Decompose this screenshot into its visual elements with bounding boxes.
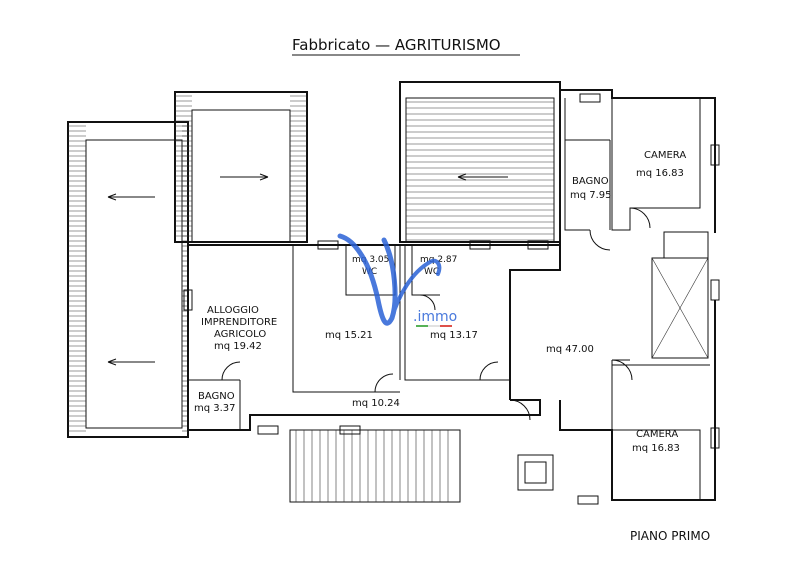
hall-area: mq 47.00 — [546, 344, 594, 355]
alloggio-line1: ALLOGGIO — [207, 305, 259, 316]
watermark-text: .immo — [413, 309, 457, 325]
corridor-area: mq 10.24 — [352, 398, 400, 409]
bagno-large-area: mq 7.95 — [570, 190, 612, 201]
camera-bottom-name: CAMERA — [636, 429, 678, 440]
alloggio-line3: AGRICOLO — [214, 329, 266, 340]
room-1521-area: mq 15.21 — [325, 330, 373, 341]
window-marks — [183, 93, 720, 505]
roof-middle-left — [174, 91, 308, 243]
bagno-large-name: BAGNO — [572, 176, 609, 187]
roof-arrows — [107, 173, 508, 366]
camera-bottom-area: mq 16.83 — [632, 443, 680, 454]
building-walls — [187, 89, 716, 501]
stairs-external — [289, 429, 461, 503]
room-1317-area: mq 13.17 — [430, 330, 478, 341]
floor-label: PIANO PRIMO — [630, 529, 710, 543]
wc2-area: mq 2.87 — [420, 255, 457, 265]
bagno-small-area: mq 3.37 — [194, 403, 236, 414]
lift-box — [517, 454, 554, 491]
plan-title: Fabbricato — AGRITURISMO — [292, 36, 501, 54]
wc1-area: mq 3.05 — [352, 255, 389, 265]
alloggio-area: mq 19.42 — [214, 341, 262, 352]
camera-top-area: mq 16.83 — [636, 168, 684, 179]
watermark-logo: .immo — [337, 233, 457, 327]
bagno-small-name: BAGNO — [198, 391, 235, 402]
roof-middle-right — [399, 81, 561, 243]
stairs-internal — [651, 231, 709, 359]
roof-left — [67, 121, 189, 438]
alloggio-line2: IMPRENDITORE — [201, 317, 277, 328]
door-swings — [221, 207, 651, 421]
camera-top-name: CAMERA — [644, 150, 686, 161]
wc2-name: WC — [424, 267, 439, 277]
